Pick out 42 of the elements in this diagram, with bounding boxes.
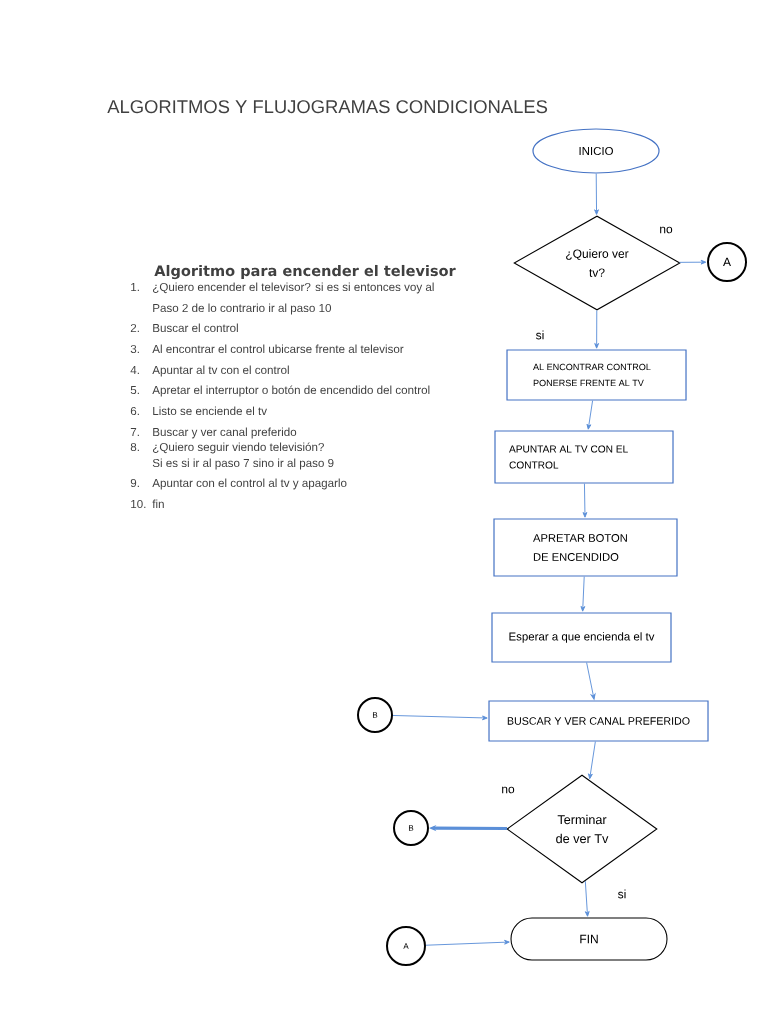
list-number: 10. <box>131 499 146 509</box>
list-number: 3. <box>130 344 139 354</box>
process-box: APUNTAR AL TV CON EL CONTROL <box>494 430 674 484</box>
list-item: fin <box>152 499 164 508</box>
list-item: Apretar el interruptor o botón de encendido del control <box>152 385 430 397</box>
arrow <box>594 173 599 215</box>
list-item: ¿Quiero seguir viendo televisión? Si es si ir al paso 7 sino ir al paso 9 <box>152 442 334 470</box>
edge-label: si <box>534 329 546 341</box>
list-item: Al encontrar el control ubicarse frente al televisor <box>152 344 404 354</box>
list-number: 8. <box>130 442 139 452</box>
edge-label: si <box>616 888 628 900</box>
list-item: Buscar el control <box>153 323 238 333</box>
arrow <box>586 662 596 700</box>
process-box: AL ENCONTRAR CONTROL PONERSE FRENTE AL TV <box>506 349 687 401</box>
list-heading: Algoritmo para encender el televisor <box>154 264 456 280</box>
list-number: 7. <box>130 428 139 436</box>
terminal-oval: INICIO <box>532 128 660 174</box>
process-box: BUSCAR Y VER CANAL PREFERIDO <box>488 700 709 742</box>
process-box: APRETAR BOTON DE ENCENDIDO <box>493 518 678 577</box>
list-number: 6. <box>130 406 139 416</box>
arrow <box>588 741 596 780</box>
arrow <box>584 880 590 917</box>
list-item: Apuntar al tv con el control <box>152 365 289 377</box>
arrow <box>586 400 594 430</box>
process-box: Esperar a que encienda el tv <box>491 612 672 663</box>
arrow <box>582 483 588 518</box>
list-item: Listo se enciende el tv <box>153 406 267 416</box>
arrow <box>580 576 586 612</box>
list-item: Apuntar con el control al tv y apagarlo <box>152 478 347 490</box>
list-item: Buscar y ver canal preferido <box>153 427 297 439</box>
edge-label: no <box>658 225 674 235</box>
title: ALGORITMOS Y FLUJOGRAMAS CONDICIONALES <box>107 100 548 114</box>
arrow <box>392 715 488 721</box>
list-number: 9. <box>130 478 139 488</box>
list-number: 2. <box>130 323 139 332</box>
list-number: 1. <box>131 283 139 291</box>
list-item: ¿Quiero encender el televisor? si es si entonces voy al Paso 2 de lo contrario ir al paso 10 <box>153 282 434 315</box>
arrow <box>425 939 510 946</box>
arrow <box>678 259 707 265</box>
list-number: 4. <box>130 366 139 374</box>
arrow <box>594 309 600 349</box>
list-number: 5. <box>130 386 139 395</box>
